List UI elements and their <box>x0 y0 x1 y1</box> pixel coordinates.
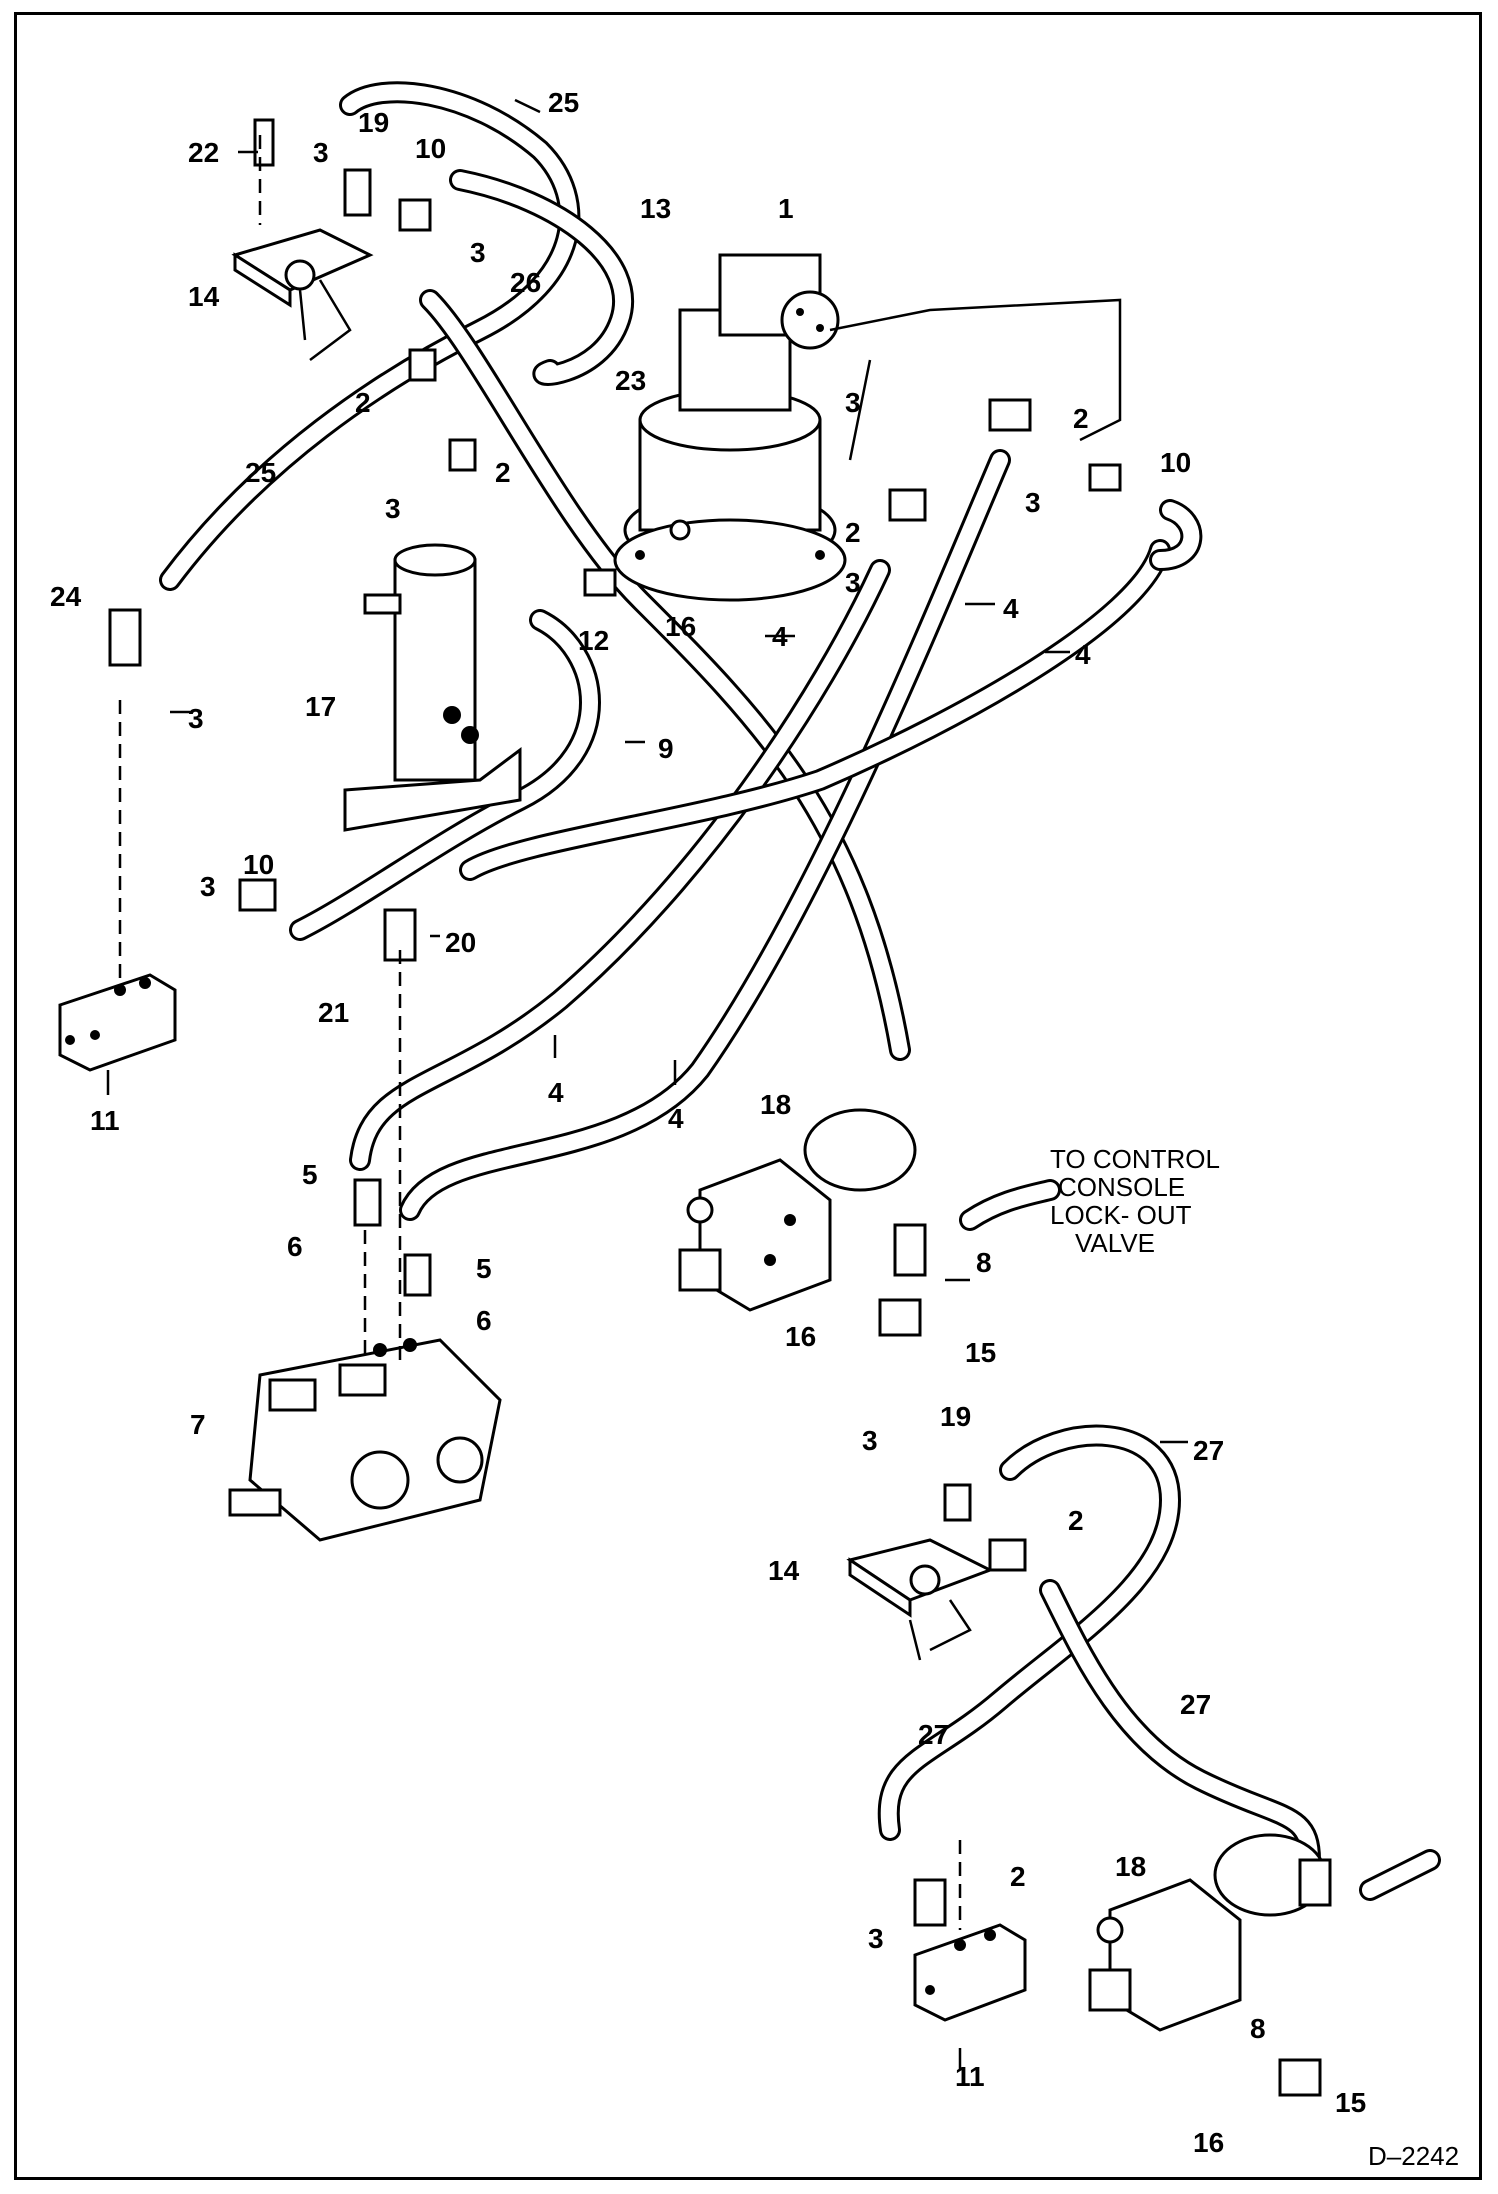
callout-2: 2 <box>1010 1861 1026 1892</box>
callout-9: 9 <box>658 733 674 764</box>
callout-15: 15 <box>1335 2087 1366 2118</box>
callout-26: 26 <box>510 267 541 298</box>
leader-lines <box>106 602 1188 2070</box>
callout-2: 2 <box>1073 403 1089 434</box>
callout-13: 13 <box>640 193 671 224</box>
callout-10: 10 <box>1160 447 1191 478</box>
note-line-4: VALVE <box>1075 1228 1155 1258</box>
callout-3: 3 <box>845 567 861 598</box>
callout-25: 25 <box>548 87 579 118</box>
callout-2: 2 <box>355 387 371 418</box>
callout-3: 3 <box>1025 487 1041 518</box>
callout-16: 16 <box>785 1321 816 1352</box>
callout-4: 4 <box>1075 639 1091 670</box>
callout-24: 24 <box>50 581 82 612</box>
callout-16: 16 <box>665 611 696 642</box>
callout-17: 17 <box>305 691 336 722</box>
callout-8: 8 <box>1250 2013 1266 2044</box>
callout-2: 2 <box>495 457 511 488</box>
callout-3: 3 <box>845 387 861 418</box>
callout-25: 25 <box>245 457 276 488</box>
callout-3: 3 <box>200 871 216 902</box>
swing-motor-flange <box>613 518 847 602</box>
manifold-block-upper <box>58 973 177 1072</box>
drawing-number: D–2242 <box>1368 2141 1459 2171</box>
callout-2: 2 <box>1068 1505 1084 1536</box>
callout-7: 7 <box>190 1409 206 1440</box>
callout-labels: 25 22 3 19 10 13 1 3 14 26 2 23 3 2 10 2… <box>50 87 1366 2158</box>
callout-3: 3 <box>868 1923 884 1954</box>
lock-out-valve-note: TO CONTROL CONSOLE LOCK- OUT VALVE <box>1050 1144 1220 1258</box>
callout-19: 19 <box>358 107 389 138</box>
callout-5: 5 <box>302 1159 318 1190</box>
rotary-manifold <box>343 543 522 832</box>
callout-5: 5 <box>476 1253 492 1284</box>
callout-12: 12 <box>578 625 609 656</box>
lock-valve-lower <box>1088 1833 1327 2032</box>
callout-4: 4 <box>1003 593 1019 624</box>
callout-6: 6 <box>476 1305 492 1336</box>
callout-15: 15 <box>965 1337 996 1368</box>
callout-3: 3 <box>862 1425 878 1456</box>
hoses <box>159 81 1441 1901</box>
pilot-valve-lower <box>846 1538 994 1661</box>
callout-27: 27 <box>1180 1689 1211 1720</box>
callout-27: 27 <box>918 1719 949 1750</box>
callout-22: 22 <box>188 137 219 168</box>
callout-3: 3 <box>385 493 401 524</box>
callout-11: 11 <box>90 1105 120 1136</box>
callout-4: 4 <box>668 1103 684 1134</box>
callout-10: 10 <box>243 849 274 880</box>
control-valve <box>228 1338 502 1542</box>
callout-3: 3 <box>470 237 486 268</box>
callout-4: 4 <box>548 1077 564 1108</box>
callout-16: 16 <box>1193 2127 1224 2158</box>
callout-18: 18 <box>1115 1851 1146 1882</box>
note-line-3: LOCK- OUT <box>1050 1200 1192 1230</box>
callout-8: 8 <box>976 1247 992 1278</box>
pilot-valve-upper <box>231 228 374 361</box>
callout-21: 21 <box>318 997 349 1028</box>
callout-18: 18 <box>760 1089 791 1120</box>
manifold-block-lower <box>913 1923 1027 2022</box>
callout-10: 10 <box>415 133 446 164</box>
note-line-2: CONSOLE <box>1058 1172 1185 1202</box>
fittings <box>108 118 1332 2097</box>
callout-20: 20 <box>445 927 476 958</box>
alignment-lines <box>118 135 1122 1930</box>
callout-6: 6 <box>287 1231 303 1262</box>
callout-2: 2 <box>845 517 861 548</box>
callout-3: 3 <box>188 703 204 734</box>
callout-3: 3 <box>313 137 329 168</box>
callout-14: 14 <box>768 1555 800 1586</box>
note-line-1: TO CONTROL <box>1050 1144 1220 1174</box>
lock-valve-upper <box>678 1108 917 1312</box>
callout-27: 27 <box>1193 1435 1224 1466</box>
callout-14: 14 <box>188 281 220 312</box>
callout-1: 1 <box>778 193 794 224</box>
callout-19: 19 <box>940 1401 971 1432</box>
callout-23: 23 <box>615 365 646 396</box>
